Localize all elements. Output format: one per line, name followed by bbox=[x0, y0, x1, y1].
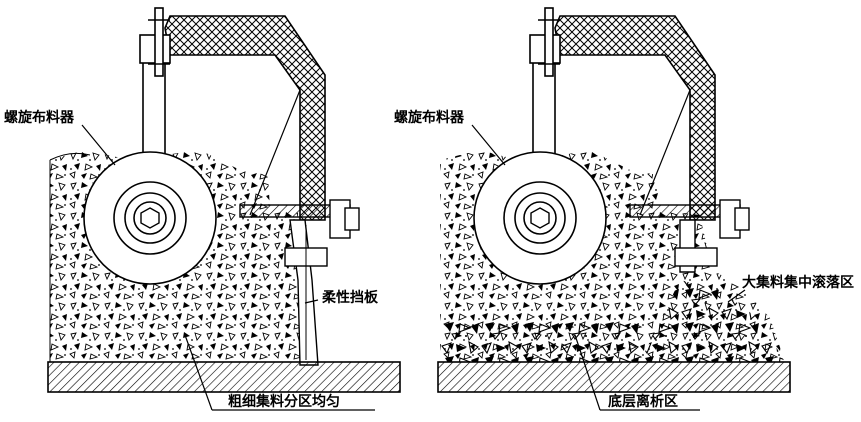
right-panel: 螺旋布料器 大集料集中滚落区 底层离析区 bbox=[394, 7, 854, 411]
right-spreader-label: 螺旋布料器 bbox=[394, 109, 465, 126]
left-spreader-label: 螺旋布料器 bbox=[4, 109, 75, 126]
right-bottom-label: 底层离析区 bbox=[608, 393, 678, 410]
left-bolt-head bbox=[344, 207, 360, 231]
right-aggregate-label: 大集料集中滚落区 bbox=[742, 274, 854, 291]
right-bolt-head bbox=[734, 207, 750, 231]
right-hopper-wall bbox=[554, 15, 716, 221]
right-base-ground bbox=[437, 361, 791, 393]
left-hopper-wall bbox=[164, 15, 326, 221]
left-hopper-inner-line bbox=[249, 89, 301, 216]
right-hopper-inner-line bbox=[639, 89, 691, 216]
left-aggregate-outline bbox=[49, 152, 91, 362]
right-segregation-zone bbox=[440, 320, 640, 362]
left-panel: 螺旋布料器 柔性挡板 粗细集料分区均匀 bbox=[4, 7, 401, 411]
left-baffle-label: 柔性挡板 bbox=[321, 289, 379, 306]
left-base-ground bbox=[47, 361, 401, 393]
left-bottom-label: 粗细集料分区均匀 bbox=[228, 393, 340, 410]
right-large-aggregate-zone bbox=[640, 280, 785, 362]
